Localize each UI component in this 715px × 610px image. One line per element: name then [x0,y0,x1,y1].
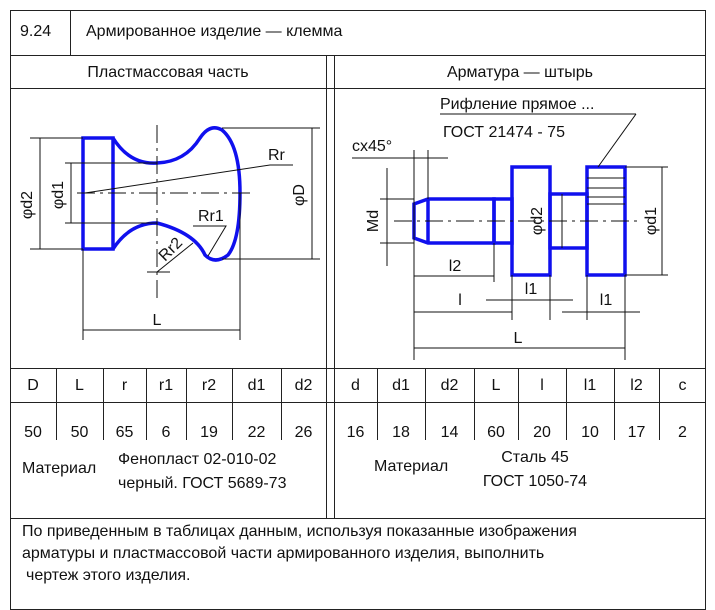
column-divider [377,368,378,440]
label-c: cx45° [352,138,392,155]
label-l: l [458,292,462,309]
table-header-cell: l2 [630,377,643,394]
note-line-1: Рифление прямое ... [440,96,594,113]
table-header-cell: d2 [440,377,459,394]
table-header-cell: l [540,377,544,394]
right-material-line-1: Сталь 45 [501,449,569,466]
right-material-line-2: ГОСТ 1050-74 [482,473,588,490]
task-text-line-1: По приведенным в таблицах данным, исполь… [22,523,577,540]
table-value-cell: 2 [678,424,687,441]
table-header-cell: c [678,377,687,394]
table-header-cell: d1 [247,377,266,394]
column-divider [425,368,426,440]
left-header: Пластмассовая часть [87,64,249,81]
table-header-cell: r1 [158,377,174,394]
column-divider [146,368,147,440]
pin-drawing: Рифление прямое ... ГОСТ 21474 - 75 cx45… [352,96,668,360]
column-divider [518,368,519,440]
divider [10,518,706,519]
label-l2: l2 [449,258,462,275]
label-L: L [153,312,162,329]
label-D: φD [291,184,308,206]
divider [334,55,335,518]
table-header-cell: L [491,377,501,394]
table-header-cell: l1 [583,377,597,394]
task-title: Армированное изделие — клемма [86,23,343,40]
label-Rr: Rr [268,147,286,164]
left-material-line-2: черный. ГОСТ 5689-73 [118,475,287,492]
right-material-label: Материал [374,458,449,475]
table-value-cell: 26 [294,424,313,441]
column-divider [186,368,187,440]
label-Rr1: Rr1 [198,208,224,225]
table-header-cell: d [351,377,360,394]
plastic-part-drawing: φd2 φd1 φD Rr Rr1 Rr2 L [19,125,320,340]
left-material-label: Материал [22,460,97,477]
label-d2: φd2 [529,207,546,235]
divider [326,55,327,518]
table-value-cell: 10 [581,424,599,441]
divider [10,55,706,56]
table-value-cell: 16 [346,424,365,441]
label-d1: φd1 [50,181,67,209]
column-divider [103,368,104,440]
table-value-cell: 20 [533,424,551,441]
table-value-cell: 18 [392,424,410,441]
column-divider [232,368,233,440]
table-value-cell: 50 [70,424,89,441]
divider [70,10,71,55]
table-header-cell: D [27,377,39,394]
table-value-cell: 60 [487,424,505,441]
table-header-cell: d1 [392,377,410,394]
label-Rr2: Rr2 [156,235,186,265]
table-header-cell: r [121,377,128,394]
task-text-line-2: арматуры и пластмассовой части армирован… [22,545,545,562]
label-d1: φd1 [643,207,660,235]
right-header: Арматура — штырь [446,64,594,81]
label-l1: l1 [525,281,538,298]
label-d2: φd2 [19,191,36,219]
left-material-line-1: Фенопласт 02-010-02 [118,451,277,468]
column-divider [659,368,660,440]
table-value-cell: 19 [200,424,218,441]
note-line-2: ГОСТ 21474 - 75 [443,124,565,141]
table-value-cell: 65 [115,424,134,441]
table-value-cell: 14 [440,424,459,441]
table-value-cell: 50 [24,424,42,441]
task-text-line-3: чертеж этого изделия. [26,567,191,584]
column-divider [281,368,282,440]
label-l1: l1 [600,292,613,309]
divider [10,368,706,369]
table-value-cell: 6 [161,424,171,441]
table-header-cell: L [75,377,84,394]
label-Md: Md [365,210,382,232]
table-value-cell: 22 [247,424,266,441]
column-divider [56,368,57,440]
divider [10,402,706,403]
table-header-cell: d2 [294,377,313,394]
divider [10,88,706,89]
table-value-cell: 17 [627,424,646,441]
column-divider [614,368,615,440]
column-divider [474,368,475,440]
task-number: 9.24 [20,23,52,40]
table-header-cell: r2 [201,377,217,394]
label-L: L [514,330,523,347]
column-divider [566,368,567,440]
